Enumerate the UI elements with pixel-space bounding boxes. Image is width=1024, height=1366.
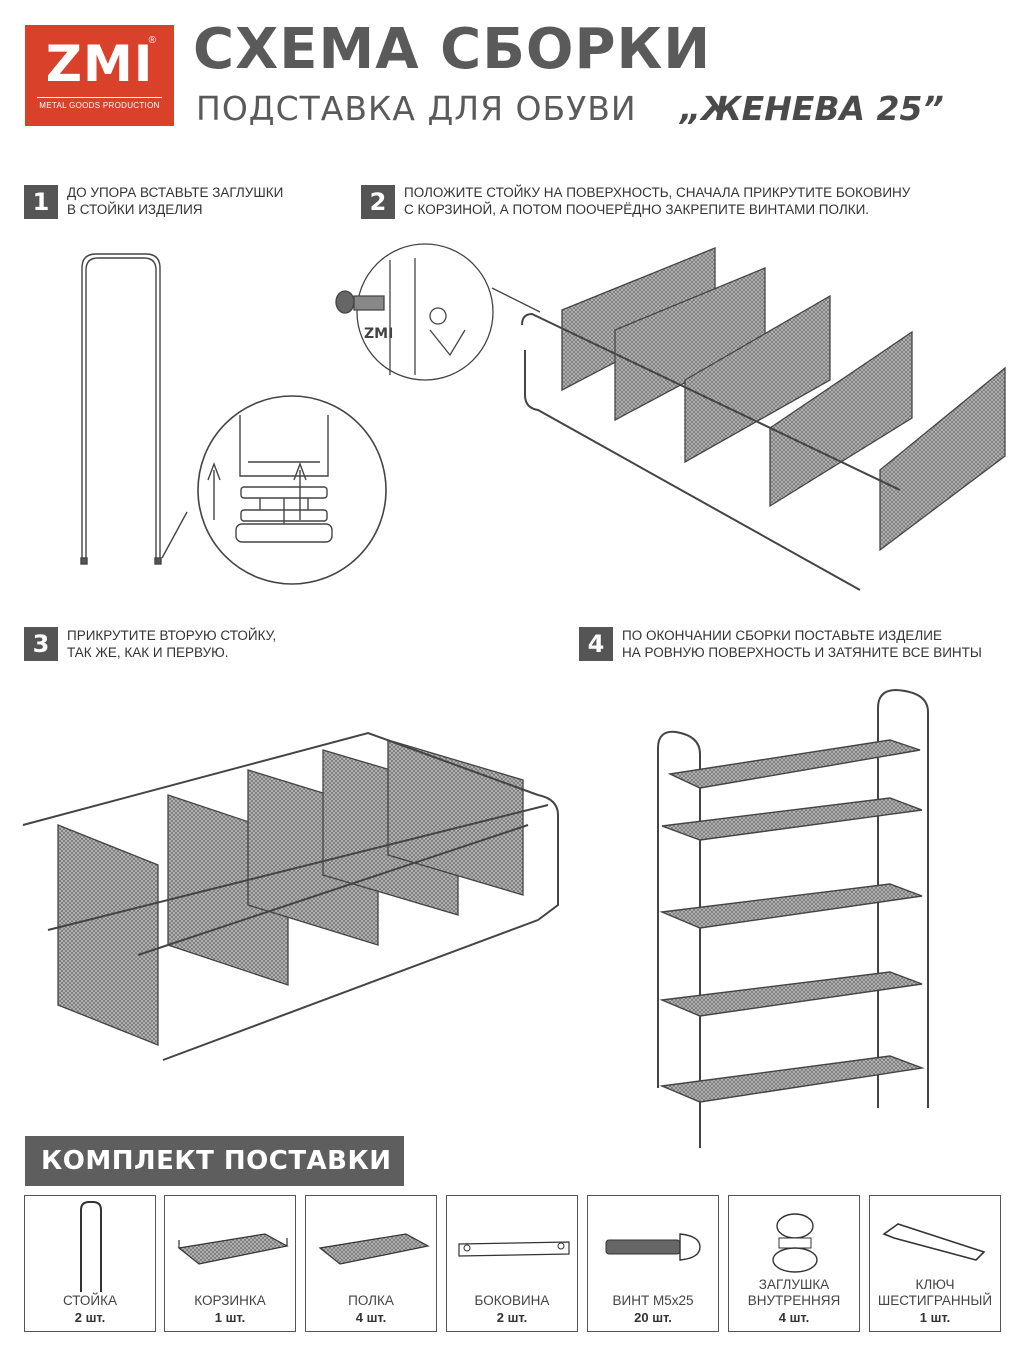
- model-name: „ЖЕНЕВА 25”: [680, 89, 944, 128]
- step-1-illustration: [80, 253, 387, 585]
- kit-item-basket: КОРЗИНКА 1 шт.: [164, 1195, 296, 1332]
- kit-item-qty: 1 шт.: [214, 1310, 246, 1325]
- kit-item-label: ЗАГЛУШКА ВНУТРЕННЯЯ: [747, 1277, 841, 1308]
- step-4-line-1: ПО ОКОНЧАНИИ СБОРКИ ПОСТАВЬТЕ ИЗДЕЛИЕ: [622, 628, 942, 643]
- kit-item-label: КОРЗИНКА: [194, 1293, 266, 1308]
- hex-key-icon: [882, 1223, 986, 1261]
- step-1-text: ДО УПОРА ВСТАВЬТЕ ЗАГЛУШКИ В СТОЙКИ ИЗДЕ…: [67, 184, 283, 218]
- step-2-line-2: С КОРЗИНОЙ, А ПОТОМ ПООЧЕРЁДНО ЗАКРЕПИТЕ…: [404, 202, 870, 217]
- step-3-illustration: [22, 731, 559, 1061]
- kit-item-hex-key: КЛЮЧ ШЕСТИГРАННЫЙ 1 шт.: [869, 1195, 1001, 1332]
- step-3-text: ПРИКРУТИТЕ ВТОРУЮ СТОЙКУ, ТАК ЖЕ, КАК И …: [67, 627, 276, 661]
- basket-icon: [177, 1233, 289, 1265]
- step-2-text: ПОЛОЖИТЕ СТОЙКУ НА ПОВЕРХНОСТЬ, СНАЧАЛА …: [404, 184, 910, 218]
- kit-item-qty: 4 шт.: [778, 1310, 810, 1325]
- kit-item-label: БОКОВИНА: [474, 1293, 550, 1308]
- logo-subtitle: METAL GOODS PRODUCTION: [37, 97, 162, 110]
- kit-item-qty: 4 шт.: [355, 1310, 387, 1325]
- kit-item-label: КЛЮЧ ШЕСТИГРАННЫЙ: [877, 1277, 993, 1308]
- kit-item-side-panel: БОКОВИНА 2 шт.: [446, 1195, 578, 1332]
- step-4-text: ПО ОКОНЧАНИИ СБОРКИ ПОСТАВЬТЕ ИЗДЕЛИЕ НА…: [622, 627, 982, 661]
- step-3-number: 3: [24, 627, 58, 661]
- kit-item-label: СТОЙКА: [62, 1293, 117, 1308]
- screw-icon: [605, 1233, 701, 1261]
- step-2-illustration: ZMI: [335, 243, 1006, 591]
- page-subtitle: ПОДСТАВКА ДЛЯ ОБУВИ: [196, 89, 637, 128]
- kit-item-plug: ЗАГЛУШКА ВНУТРЕННЯЯ 4 шт.: [728, 1195, 860, 1332]
- brand-logo: ZMI ® METAL GOODS PRODUCTION: [25, 25, 174, 126]
- step-4-line-2: НА РОВНУЮ ПОВЕРХНОСТЬ И ЗАТЯНИТЕ ВСЕ ВИН…: [622, 645, 982, 660]
- side-panel-icon: [458, 1241, 570, 1257]
- kit-item-qty: 1 шт.: [919, 1310, 951, 1325]
- kit-item-qty: 2 шт.: [496, 1310, 528, 1325]
- kit-title: КОМПЛЕКТ ПОСТАВКИ: [25, 1136, 404, 1186]
- plug-icon: [772, 1213, 818, 1273]
- step-1-line-2: В СТОЙКИ ИЗДЕЛИЯ: [67, 202, 203, 217]
- page-title: СХЕМА СБОРКИ: [193, 17, 712, 82]
- shelf-icon: [318, 1233, 430, 1265]
- step-3-line-2: ТАК ЖЕ, КАК И ПЕРВУЮ.: [67, 645, 229, 660]
- kit-item-label: ПОЛКА: [348, 1293, 394, 1308]
- step-3-line-1: ПРИКРУТИТЕ ВТОРУЮ СТОЙКУ,: [67, 628, 277, 643]
- step-2-number: 2: [361, 185, 395, 219]
- step-1-line-1: ДО УПОРА ВСТАВЬТЕ ЗАГЛУШКИ: [67, 185, 284, 200]
- step-4-number: 4: [579, 627, 613, 661]
- kit-item-label: ВИНТ М5х25: [612, 1293, 694, 1308]
- kit-item-screw: ВИНТ М5х25 20 шт.: [587, 1195, 719, 1332]
- step-4-illustration: [657, 688, 929, 1148]
- kit-item-post: СТОЙКА 2 шт.: [24, 1195, 156, 1332]
- step-1-number: 1: [24, 185, 58, 219]
- post-icon: [80, 1201, 102, 1292]
- kit-item-qty: 2 шт.: [74, 1310, 106, 1325]
- kit-item-shelf: ПОЛКА 4 шт.: [305, 1195, 437, 1332]
- logo-mark: ZMI: [45, 35, 154, 93]
- logo-registered: ®: [148, 35, 156, 46]
- kit-item-qty: 20 шт.: [634, 1310, 672, 1325]
- step-2-line-1: ПОЛОЖИТЕ СТОЙКУ НА ПОВЕРХНОСТЬ, СНАЧАЛА …: [404, 185, 911, 200]
- detail-zmi-text: ZMI: [364, 326, 393, 342]
